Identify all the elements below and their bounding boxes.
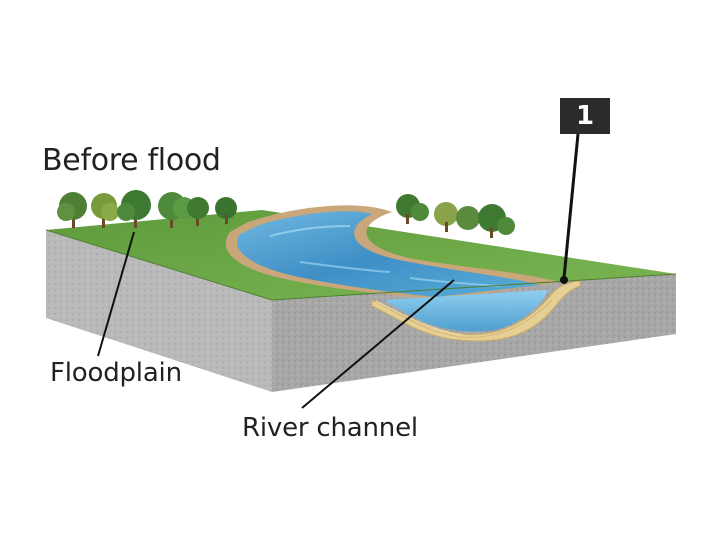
marker-point bbox=[560, 276, 568, 284]
block-left-face bbox=[46, 230, 272, 392]
marker-leader-line bbox=[562, 133, 580, 279]
channel-sediment bbox=[371, 280, 581, 342]
river-water bbox=[236, 211, 540, 297]
callout-number-badge: 1 bbox=[560, 98, 610, 134]
floodplain-leader-line bbox=[97, 231, 135, 357]
floodplain-label: Floodplain bbox=[50, 358, 182, 388]
trees-right bbox=[396, 194, 515, 238]
river-channel-label: River channel bbox=[242, 413, 418, 443]
trees-left bbox=[57, 190, 237, 228]
channel-water-section bbox=[384, 290, 548, 332]
river-channel-leader-line bbox=[301, 279, 455, 409]
diagram-title: Before flood bbox=[42, 143, 221, 178]
